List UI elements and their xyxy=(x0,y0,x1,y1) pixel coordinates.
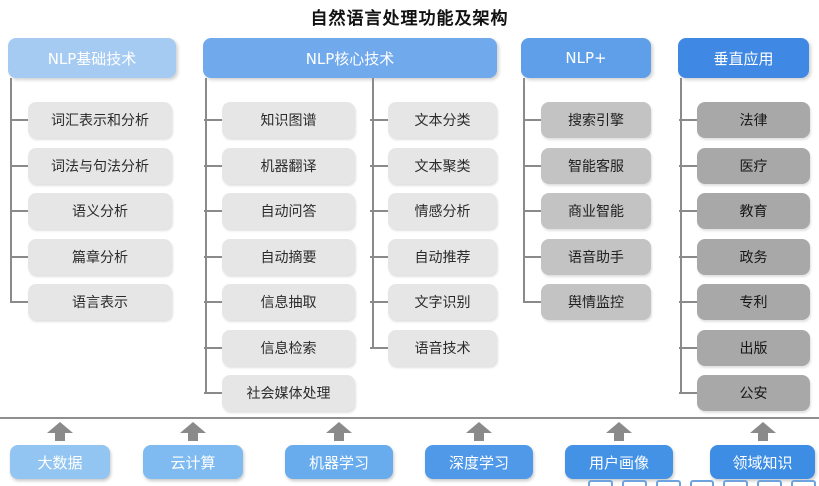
tree-node: 法律 xyxy=(697,102,810,138)
tree-node: 机器翻译 xyxy=(222,147,355,184)
tree-node: 政务 xyxy=(697,238,810,275)
arrow-up-icon xyxy=(606,422,632,442)
tree-node: 教育 xyxy=(697,193,810,229)
watermark-fragment xyxy=(588,480,817,486)
tree-node: 词法与句法分析 xyxy=(28,147,172,184)
tree-node: 文本聚类 xyxy=(388,147,497,184)
arrow-up-icon xyxy=(180,422,206,442)
arrow-up-icon xyxy=(466,422,492,442)
foundation-node: 云计算 xyxy=(143,445,243,479)
column-nlp-plus-items: 搜索引擎 智能客服 商业智能 语音助手 舆情监控 xyxy=(541,102,651,320)
tree-node: 篇章分析 xyxy=(28,238,172,275)
column-nlp-basic-items: 词汇表示和分析 词法与句法分析 语义分析 篇章分析 语言表示 xyxy=(28,102,172,320)
tree-node: 搜索引擎 xyxy=(541,102,651,138)
arrow-up-icon xyxy=(326,422,352,442)
tree-node: 出版 xyxy=(697,329,810,366)
column-header-vertical-apps: 垂直应用 xyxy=(678,38,809,78)
column-vertical-apps-items: 法律 医疗 教育 政务 专利 出版 公安 xyxy=(697,102,810,411)
tree-node: 语音技术 xyxy=(388,329,497,366)
foundation-node: 深度学习 xyxy=(425,445,533,479)
page-title: 自然语言处理功能及架构 xyxy=(310,9,509,29)
tree-node: 信息检索 xyxy=(222,329,355,366)
column-header-nlp-plus: NLP+ xyxy=(521,38,651,78)
foundation-group: 机器学习 xyxy=(285,422,393,479)
foundation-node: 大数据 xyxy=(10,445,110,479)
connector-trunk xyxy=(10,78,12,302)
tree-node: 语言表示 xyxy=(28,284,172,320)
tree-node: 医疗 xyxy=(697,147,810,184)
tree-node: 语音助手 xyxy=(541,238,651,275)
foundation-group: 云计算 xyxy=(143,422,243,479)
tree-node: 公安 xyxy=(697,375,810,411)
tree-node: 知识图谱 xyxy=(222,102,355,138)
column-header-nlp-core: NLP核心技术 xyxy=(203,38,497,78)
tree-node: 文字识别 xyxy=(388,284,497,320)
arrow-up-icon xyxy=(47,422,73,442)
tree-node: 专利 xyxy=(697,284,810,320)
connector-trunk xyxy=(680,78,682,393)
connector-trunk xyxy=(523,78,525,302)
tree-node: 词汇表示和分析 xyxy=(28,102,172,138)
column-nlp-core-left-items: 知识图谱 机器翻译 自动问答 自动摘要 信息抽取 信息检索 社会媒体处理 xyxy=(222,102,355,411)
tree-node: 自动摘要 xyxy=(222,238,355,275)
tree-node: 舆情监控 xyxy=(541,284,651,320)
foundation-group: 领域知识 xyxy=(710,422,815,479)
foundation-group: 大数据 xyxy=(10,422,110,479)
arrow-up-icon xyxy=(749,422,776,442)
foundation-node: 机器学习 xyxy=(285,445,393,479)
tree-node: 社会媒体处理 xyxy=(222,375,355,411)
column-nlp-core-right-items: 文本分类 文本聚类 情感分析 自动推荐 文字识别 语音技术 xyxy=(388,102,497,366)
tree-node: 情感分析 xyxy=(388,193,497,229)
tree-node: 自动问答 xyxy=(222,193,355,229)
tree-node: 信息抽取 xyxy=(222,284,355,320)
connector-trunk xyxy=(205,78,207,393)
foundation-node: 领域知识 xyxy=(710,445,815,479)
foundation-node: 用户画像 xyxy=(565,445,673,479)
column-header-nlp-basic: NLP基础技术 xyxy=(8,38,176,78)
foundation-group: 深度学习 xyxy=(425,422,533,479)
tree-node: 商业智能 xyxy=(541,193,651,229)
tree-node: 文本分类 xyxy=(388,102,497,138)
foundation-group: 用户画像 xyxy=(565,422,673,479)
tree-node: 自动推荐 xyxy=(388,238,497,275)
connector-trunk xyxy=(372,78,374,348)
foundation-divider-line xyxy=(0,417,819,419)
tree-node: 智能客服 xyxy=(541,147,651,184)
tree-node: 语义分析 xyxy=(28,193,172,229)
